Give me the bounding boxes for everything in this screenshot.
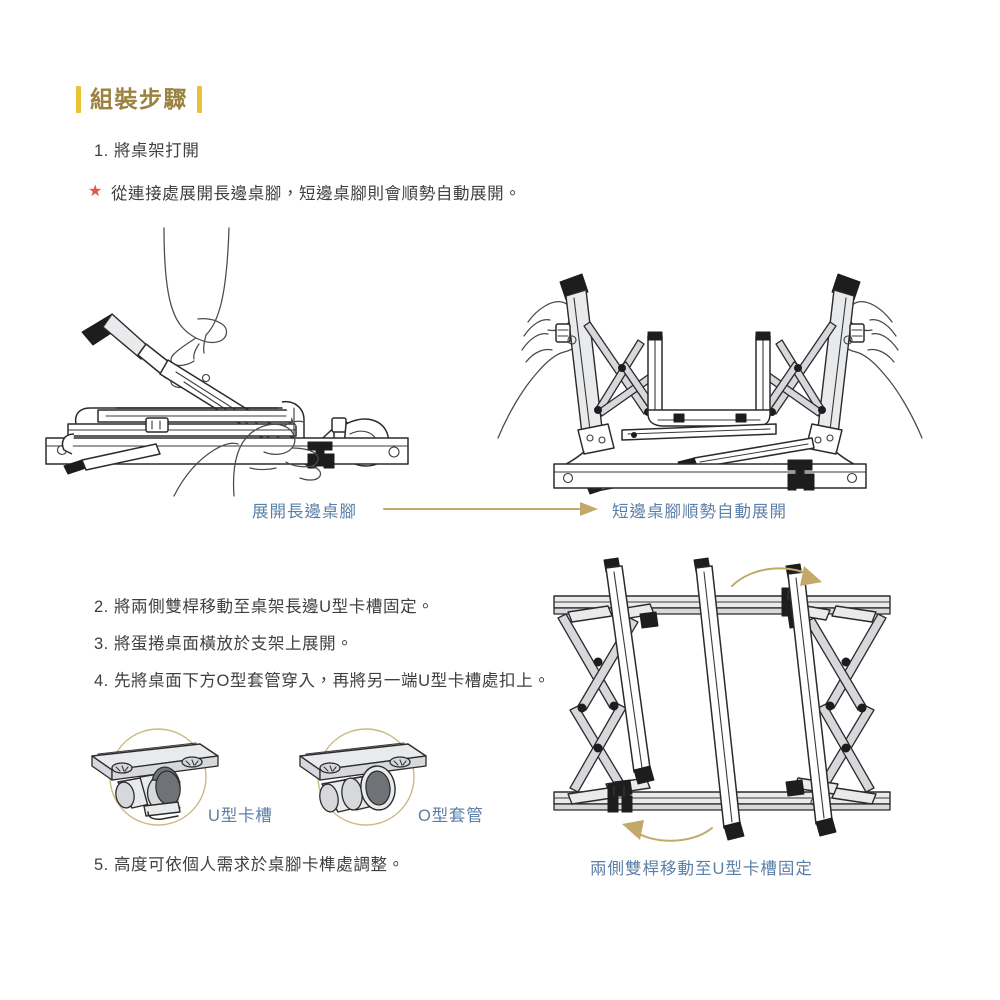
figure-top-view-frame: [542, 556, 902, 848]
step-4-text: 先將桌面下方O型套管穿入，再將另一端U型卡槽處扣上。: [113, 672, 551, 690]
step-2: 2. 將兩側雙桿移動至桌架長邊U型卡槽固定。: [94, 595, 434, 620]
inner-struts: [647, 331, 771, 413]
scissor-assembly-right: [785, 603, 887, 805]
arrow-right-icon: [383, 502, 598, 516]
leg-right: [805, 273, 865, 469]
caption-unfold-long-leg: 展開長邊桌腳: [252, 503, 357, 521]
scissor-left: [583, 321, 657, 417]
step-4: 4. 先將桌面下方O型套管穿入，再將另一端U型卡槽處扣上。: [94, 669, 550, 694]
folded-linkage: [61, 400, 305, 475]
part-label-o-sleeve: O型套管: [418, 807, 484, 825]
step-4-number: 4.: [94, 672, 109, 690]
figure-u-slot-detail: [91, 722, 222, 834]
header-accent-bar-right: [197, 86, 202, 113]
step-5-number: 5.: [94, 856, 109, 874]
star-icon: ★: [88, 183, 103, 200]
figure-short-legs-auto-deploy: [497, 262, 923, 495]
step-3: 3. 將蛋捲桌面橫放於支架上展開。: [94, 632, 353, 657]
black-clip: [307, 441, 335, 469]
part-label-u-slot: U型卡槽: [208, 807, 273, 825]
step-3-number: 3.: [94, 635, 109, 653]
hand-lower: [173, 420, 322, 497]
base-rail-2: [553, 463, 867, 489]
scissor-right: [763, 321, 837, 417]
figure-o-sleeve-detail: [299, 722, 430, 834]
step-1-number: 1.: [94, 142, 109, 160]
caption-short-leg-auto: 短邊桌腳順勢自動展開: [612, 503, 787, 521]
step-5: 5. 高度可依個人需求於桌腳卡榫處調整。: [94, 853, 405, 878]
note-line: ★ 從連接處展開長邊桌腳，短邊桌腳則會順勢自動展開。: [88, 180, 521, 204]
caption-poles-to-u-slot: 兩側雙桿移動至U型卡槽固定: [590, 860, 813, 878]
leg-left: [555, 273, 615, 469]
pole-left: [603, 557, 655, 785]
hand-upper: [163, 227, 230, 389]
curved-arrow-top: [731, 566, 822, 587]
figure-unfold-long-leg: [45, 227, 456, 497]
step-2-text: 將兩側雙桿移動至桌架長邊U型卡槽固定。: [113, 598, 435, 616]
flow-arrow: [382, 500, 600, 518]
figure-o-sleeve-detail-svg: [299, 728, 427, 826]
step-3-text: 將蛋捲桌面橫放於支架上展開。: [113, 635, 354, 653]
section-header: 組裝步驟: [76, 86, 202, 113]
header-accent-bar-left: [76, 86, 81, 113]
step-1-text: 將桌架打開: [113, 142, 200, 160]
note-text: 從連接處展開長邊桌腳，短邊桌腳則會順勢自動展開。: [110, 185, 522, 203]
inner-cross-rail: [647, 409, 771, 427]
figure-u-slot-detail-svg: [91, 728, 219, 826]
pole-middle: [693, 557, 745, 841]
page-title: 組裝步驟: [90, 86, 188, 112]
step-2-number: 2.: [94, 598, 109, 616]
step-1: 1. 將桌架打開: [94, 139, 199, 164]
black-clip-bottom: [607, 783, 633, 813]
figure-unfold-long-leg-svg: [45, 227, 409, 497]
figure-short-legs-auto-deploy-svg: [497, 273, 923, 495]
step-5-text: 高度可依個人需求於桌腳卡榫處調整。: [113, 856, 405, 874]
figure-top-view-frame-svg: [553, 557, 891, 842]
curved-arrow-bottom: [622, 820, 713, 842]
pole-right: [785, 563, 837, 837]
black-clip-2: [787, 459, 815, 491]
